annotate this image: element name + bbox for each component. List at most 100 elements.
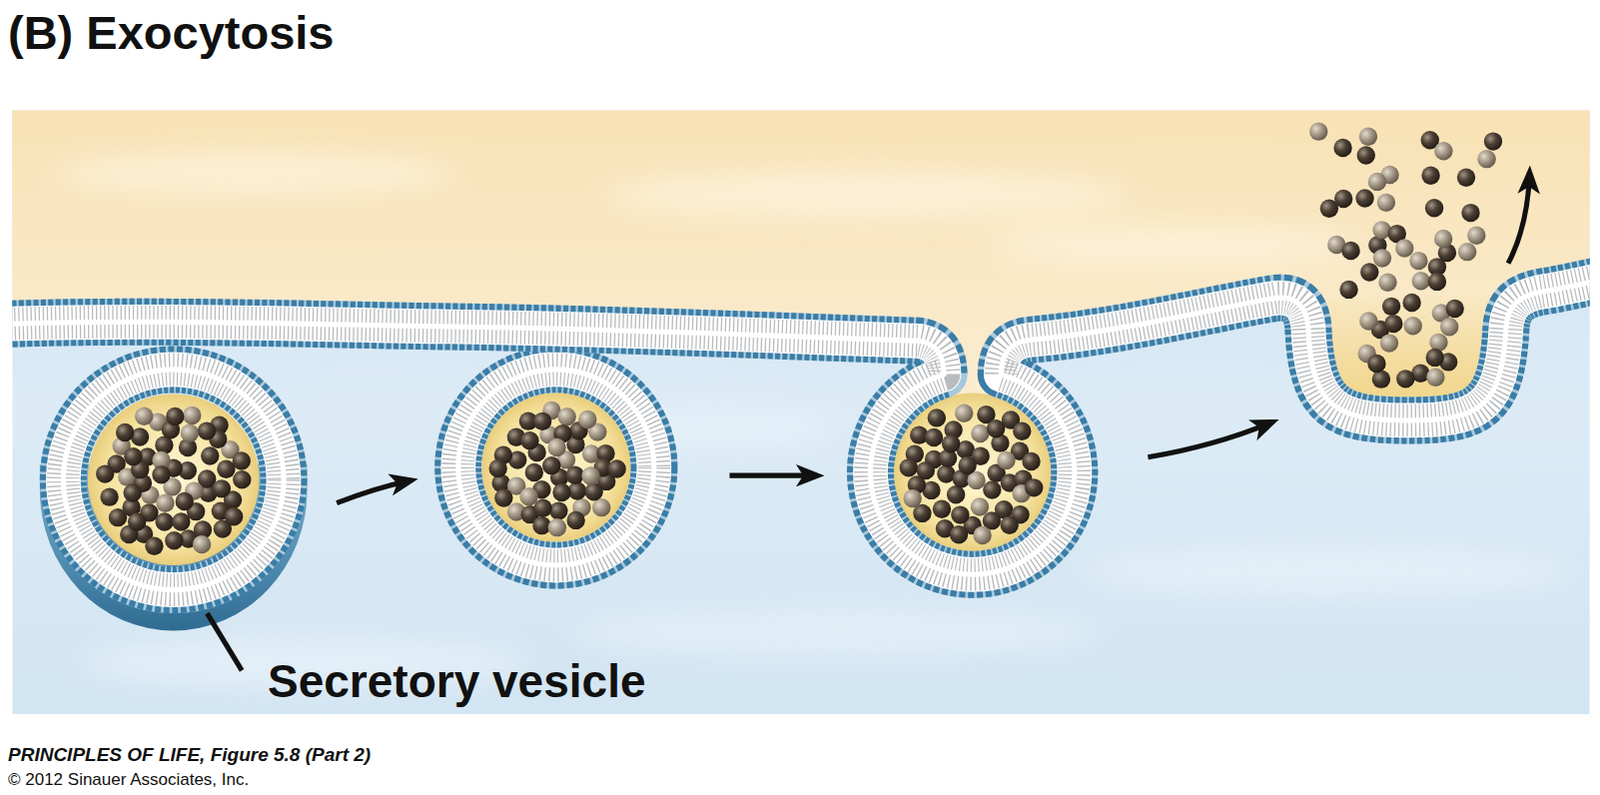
part-label-box: Secretory vesicle [267,658,647,705]
particle [565,466,584,485]
particle [1425,198,1444,217]
particle [1445,299,1464,318]
particle [566,511,585,530]
particle [548,518,567,537]
particle [1359,127,1378,146]
particle [946,485,965,504]
particle [192,535,211,554]
particle [115,423,134,442]
particle [180,423,199,442]
particle [578,410,597,429]
particle [1309,121,1328,140]
particle [1021,452,1040,471]
particle [1477,149,1496,168]
particle [1339,280,1358,299]
particle [127,512,146,531]
particle [982,480,1001,499]
particle [1357,145,1376,164]
plasma-membrane [11,277,1591,575]
secretory-particles [95,121,1503,555]
particle [533,412,552,431]
secretory-vesicle [62,369,284,591]
particle [1458,242,1477,261]
step-arrows [336,173,1530,504]
particle [547,438,566,457]
particle [1426,348,1445,367]
particle [165,407,184,426]
particle [899,458,918,477]
particle [1333,138,1352,157]
particle [996,451,1015,470]
particle [986,419,1005,438]
particle [1404,316,1423,335]
particle [123,447,142,466]
particle [970,497,989,516]
figure-caption: PRINCIPLES OF LIFE, Figure 5.8 (Part 2) [7,745,371,765]
particle [607,459,626,478]
particle [557,407,576,426]
particle [1334,189,1353,208]
extracellular-texture [50,152,1358,263]
particle [1359,311,1378,330]
particle [581,466,600,485]
particle [99,487,118,506]
part-label: Secretory vesicle [267,658,647,705]
particle [1372,369,1391,388]
particle [494,488,513,507]
particle [224,507,243,526]
particle [1000,516,1019,535]
particle [1402,293,1421,312]
particle [954,403,973,422]
particle [1409,251,1428,270]
particle [519,487,538,506]
particle [232,451,251,470]
particle [1396,369,1415,388]
particle [932,500,951,519]
particle [155,494,174,513]
particle [1412,271,1431,290]
particle [1421,165,1440,184]
docked-vesicle [458,369,655,566]
particle [122,483,141,502]
particle [1428,272,1447,291]
particle [949,525,968,544]
release-arrow [1508,173,1530,264]
particle [1378,272,1397,291]
particle [1373,248,1392,267]
particle [972,526,991,545]
particle [1434,141,1453,160]
copyright-note: © 2012 Sinauer Associates, Inc. [7,771,249,789]
particle [1461,203,1480,222]
particle [1382,297,1401,316]
particle [1484,131,1503,150]
extracellular-space [11,109,1591,575]
particle [924,428,943,447]
particle [970,424,989,443]
particle [1368,172,1387,191]
particle [1367,354,1386,373]
particle [941,434,960,453]
particle [542,456,561,475]
step-arrow [730,473,817,479]
particle [525,463,544,482]
particle [151,465,170,484]
particle [197,421,216,440]
particle [488,459,507,478]
particle [1384,314,1403,333]
particle [1426,368,1445,387]
particle [584,482,603,501]
cytoplasm-texture [81,410,1573,690]
particle [592,498,611,517]
figure-caption-box: PRINCIPLES OF LIFE, Figure 5.8 (Part 2) [7,745,371,766]
particle [1341,241,1360,260]
particle [1434,229,1453,248]
particle [532,516,551,535]
particle [1380,333,1399,352]
particle [552,483,571,502]
particle [902,489,921,508]
particle [171,512,190,531]
particle [95,464,114,483]
